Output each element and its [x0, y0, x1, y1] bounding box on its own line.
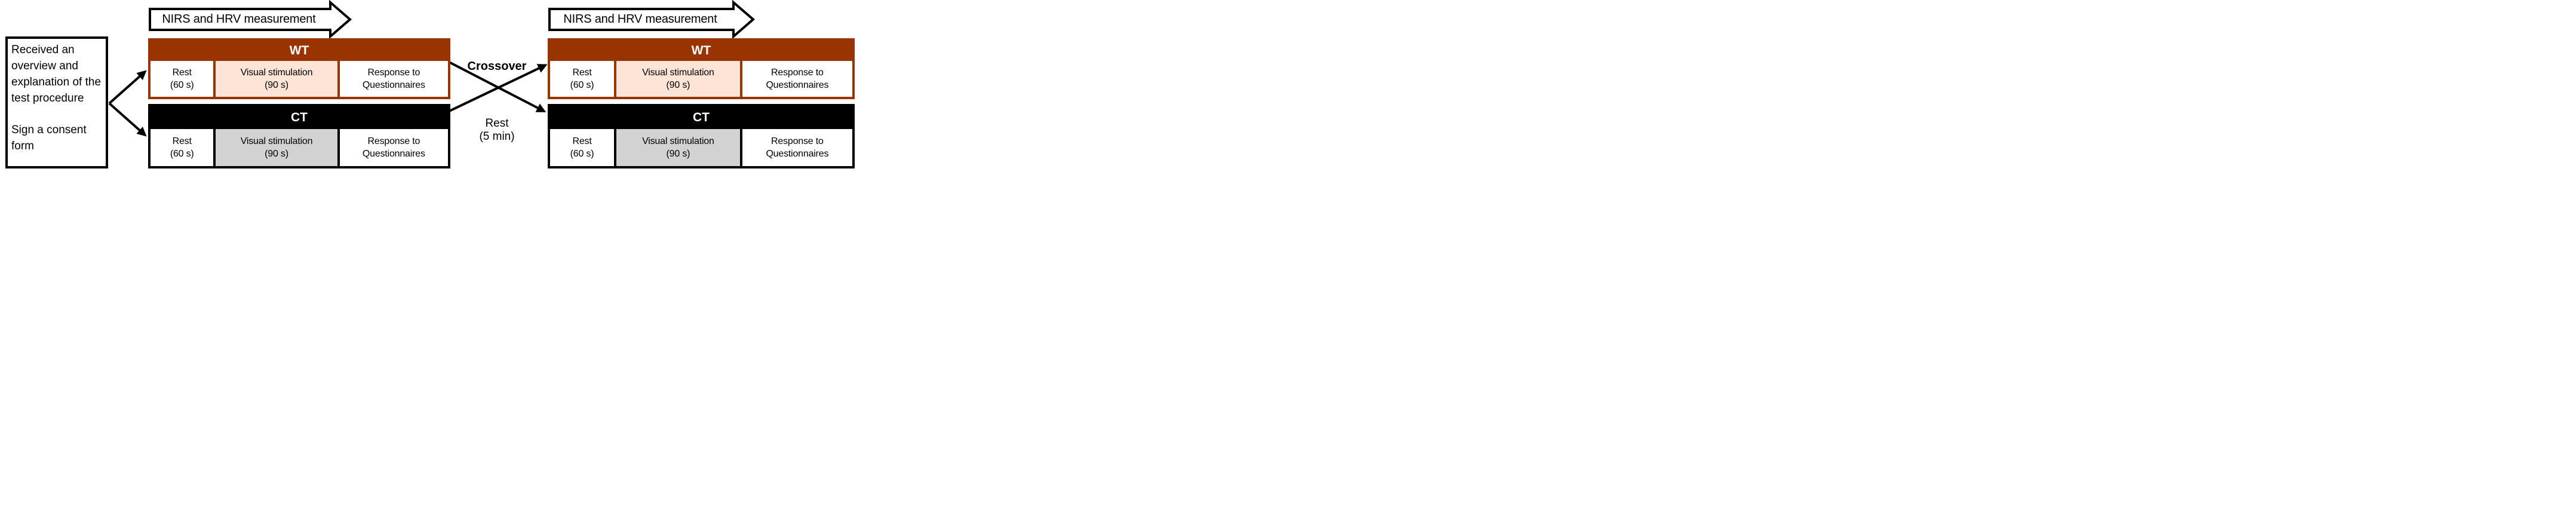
phase-questionnaires-name-line2: Questionnaires [362, 149, 425, 159]
session2-wt-header-label: WT [691, 44, 711, 57]
phase-questionnaires-name-line2: Questionnaires [766, 149, 829, 159]
session2-ct-group: CT Rest (60 s) Visual stimulation (90 s)… [548, 104, 855, 168]
phase-visual-stimulation-duration: (90 s) [265, 149, 288, 159]
rest-5min-line1: Rest [485, 117, 509, 130]
phase-visual-stimulation: Visual stimulation (90 s) [216, 129, 337, 166]
phase-visual-stimulation-duration: (90 s) [666, 149, 690, 159]
session1-ct-header-label: CT [291, 111, 308, 124]
crossover-arrow-wt-to-ct-icon [449, 61, 546, 112]
consent-overview-text: Received an overview and explanation of … [11, 44, 102, 105]
connector-arrows-layer [108, 0, 756, 137]
consent-sign-text: Sign a consent form [11, 124, 87, 152]
session2-ct-header-label: CT [693, 111, 710, 124]
branch-arrow-to-ct-icon [108, 102, 147, 137]
nirs-hrv-arrow-label-second: NIRS and HRV measurement [563, 13, 717, 26]
phase-visual-stimulation: Visual stimulation (90 s) [216, 61, 337, 97]
phase-visual-stimulation-name: Visual stimulation [240, 68, 313, 78]
phase-rest: Rest (60 s) [151, 129, 214, 166]
session1-wt-phases: Rest (60 s) Visual stimulation (90 s) Re… [151, 61, 448, 97]
session1-ct-group: CT Rest (60 s) Visual stimulation (90 s)… [148, 104, 450, 168]
phase-visual-stimulation-duration: (90 s) [666, 80, 690, 90]
rest-5min-line2: (5 min) [479, 130, 515, 143]
crossover-label: Crossover [467, 60, 527, 73]
nirs-hrv-block-arrow-second [548, 0, 756, 39]
phase-rest-name: Rest [172, 136, 192, 146]
phase-questionnaires: Response to Questionnaires [742, 61, 852, 97]
phase-visual-stimulation-name: Visual stimulation [642, 136, 714, 146]
nirs-hrv-arrow-label-first: NIRS and HRV measurement [162, 13, 316, 26]
session2-wt-group: WT Rest (60 s) Visual stimulation (90 s)… [548, 38, 855, 99]
phase-rest: Rest (60 s) [550, 129, 615, 166]
protocol-diagram: Received an overview and explanation of … [0, 0, 858, 171]
phase-rest-name: Rest [572, 68, 592, 78]
phase-rest-duration: (60 s) [570, 80, 594, 90]
rest-5min-label: Rest (5 min) [469, 117, 524, 143]
phase-questionnaires-name-line1: Response to [367, 136, 420, 146]
phase-questionnaires-name-line1: Response to [771, 136, 824, 146]
phase-visual-stimulation: Visual stimulation (90 s) [616, 61, 740, 97]
phase-rest-name: Rest [572, 136, 592, 146]
phase-visual-stimulation: Visual stimulation (90 s) [616, 129, 740, 166]
phase-rest: Rest (60 s) [151, 61, 214, 97]
phase-visual-stimulation-duration: (90 s) [265, 80, 288, 90]
branch-arrow-to-wt-icon [108, 70, 147, 105]
session1-wt-group: WT Rest (60 s) Visual stimulation (90 s)… [148, 38, 450, 99]
phase-questionnaires: Response to Questionnaires [339, 129, 448, 166]
session1-ct-phases: Rest (60 s) Visual stimulation (90 s) Re… [151, 129, 448, 166]
phase-visual-stimulation-name: Visual stimulation [642, 68, 714, 78]
phase-rest-name: Rest [172, 68, 192, 78]
phase-rest: Rest (60 s) [550, 61, 615, 97]
phase-rest-duration: (60 s) [570, 149, 594, 159]
session2-ct-phases: Rest (60 s) Visual stimulation (90 s) Re… [550, 129, 852, 166]
phase-questionnaires: Response to Questionnaires [742, 129, 852, 166]
session2-wt-phases: Rest (60 s) Visual stimulation (90 s) Re… [550, 61, 852, 97]
session1-wt-header-label: WT [289, 44, 309, 57]
nirs-hrv-block-arrow-first [149, 0, 352, 39]
phase-visual-stimulation-name: Visual stimulation [240, 136, 313, 146]
phase-rest-duration: (60 s) [170, 80, 194, 90]
crossover-arrow-ct-to-wt-icon [449, 64, 548, 112]
phase-questionnaires-name-line1: Response to [771, 68, 824, 78]
phase-questionnaires-name-line1: Response to [367, 68, 420, 78]
consent-box: Received an overview and explanation of … [5, 36, 108, 168]
phase-rest-duration: (60 s) [170, 149, 194, 159]
phase-questionnaires: Response to Questionnaires [339, 61, 448, 97]
phase-questionnaires-name-line2: Questionnaires [362, 80, 425, 90]
phase-questionnaires-name-line2: Questionnaires [766, 80, 829, 90]
